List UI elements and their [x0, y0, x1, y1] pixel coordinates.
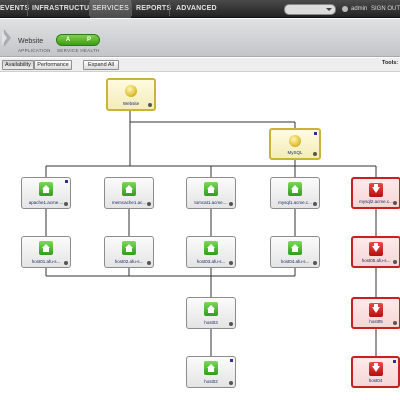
home-icon [204, 182, 218, 196]
chevron-inner [2, 31, 7, 45]
chevron-right-icon [4, 29, 11, 47]
node-mysql2[interactable]: mysql2.acme.c... [351, 177, 400, 209]
node-host03-afu[interactable]: host03.afu-s... [186, 236, 236, 268]
home-icon [288, 241, 302, 255]
health-availability: A [65, 37, 71, 43]
search-input[interactable] [284, 4, 336, 15]
node-apache1[interactable]: apache1.acme.... [21, 177, 71, 209]
node-host04[interactable]: host04 [351, 356, 400, 388]
node-label: memcache1.ac... [111, 200, 147, 205]
dependency-graph-canvas: Website MySQL apache1.acme.... memcache1… [0, 73, 400, 400]
info-marker-icon [314, 132, 317, 135]
user-name[interactable]: admin [351, 6, 368, 12]
service-health-label: SERVICE HEALTH [57, 48, 100, 53]
service-header: Website APPLICATION A P SERVICE HEALTH [0, 19, 400, 57]
nav-infrastructure[interactable]: INFRASTRUCTURE [32, 5, 100, 12]
nav-advanced[interactable]: ADVANCED [176, 5, 217, 12]
home-icon [204, 302, 218, 316]
user-icon [342, 6, 348, 12]
graph-edges [45, 111, 377, 356]
node-host02[interactable]: host02 [186, 356, 236, 388]
gear-icon[interactable] [147, 202, 151, 206]
top-nav: EVENTS INFRASTRUCTURE SERVICES REPORTS A… [0, 0, 400, 18]
node-label: mysql1.acme.c... [278, 200, 312, 205]
gear-icon[interactable] [229, 322, 233, 326]
health-performance: P [86, 37, 91, 43]
nav-reports[interactable]: REPORTS [136, 5, 172, 12]
gear-icon[interactable] [393, 201, 397, 205]
expand-all-button[interactable]: Expand All [83, 60, 119, 70]
gear-icon[interactable] [229, 202, 233, 206]
node-label: host03 [204, 320, 218, 325]
gear-icon[interactable] [147, 261, 151, 265]
info-marker-icon [65, 180, 68, 183]
home-icon [122, 241, 136, 255]
gear-icon[interactable] [393, 260, 397, 264]
node-mysql1[interactable]: mysql1.acme.c... [270, 177, 320, 209]
node-label: host03.afu-s... [196, 259, 226, 264]
node-label: host04 [368, 378, 383, 383]
availability-tab[interactable]: Availability [2, 60, 34, 70]
nav-separator [169, 2, 170, 16]
node-label: host02 [204, 379, 218, 384]
gear-icon[interactable] [148, 103, 152, 107]
gear-icon[interactable] [313, 202, 317, 206]
down-arrow-icon [369, 303, 383, 317]
home-icon [288, 182, 302, 196]
node-label: host02.afu-s... [114, 259, 144, 264]
home-icon [204, 241, 218, 255]
node-memcache1[interactable]: memcache1.ac... [104, 177, 154, 209]
node-label: MySQL [287, 150, 303, 155]
down-arrow-icon [369, 242, 383, 256]
node-website[interactable]: Website [106, 78, 156, 111]
nav-separator [27, 2, 28, 16]
gear-icon[interactable] [313, 261, 317, 265]
node-label: host05.afu-s... [361, 258, 391, 263]
node-label: tomcat1.acme.... [194, 200, 228, 205]
gear-icon[interactable] [64, 202, 68, 206]
nav-services[interactable]: SERVICES [90, 0, 131, 18]
tools-label: Tools: [382, 60, 399, 66]
down-arrow-icon [369, 183, 383, 197]
down-arrow-icon [368, 362, 383, 376]
nav-separator [89, 2, 90, 16]
node-tomcat1[interactable]: tomcat1.acme.... [186, 177, 236, 209]
node-label: host01.afu-s... [31, 259, 61, 264]
node-label: host04.afu-s... [280, 259, 310, 264]
node-host04-afu[interactable]: host04.afu-s... [270, 236, 320, 268]
sign-out-link[interactable]: SIGN OUT [371, 6, 400, 12]
node-host02-afu[interactable]: host02.afu-s... [104, 236, 154, 268]
gear-icon[interactable] [313, 152, 317, 156]
home-icon [39, 182, 53, 196]
info-marker-icon [393, 360, 396, 363]
node-mysql[interactable]: MySQL [269, 128, 321, 160]
node-host05[interactable]: host05 [351, 297, 400, 329]
home-icon [204, 361, 218, 375]
gear-icon[interactable] [393, 321, 397, 325]
toolbar: Availability Performance Expand All Tool… [0, 58, 400, 72]
node-label: host05 [369, 319, 383, 324]
info-marker-icon [230, 359, 233, 362]
node-label: apache1.acme.... [28, 200, 64, 205]
node-label: mysql2.acme.c... [359, 199, 393, 204]
gear-icon[interactable] [229, 381, 233, 385]
node-host05-afu[interactable]: host05.afu-s... [351, 236, 400, 268]
nav-events[interactable]: EVENTS [0, 5, 30, 12]
service-health-badge[interactable]: A P [56, 34, 100, 46]
service-type: APPLICATION [18, 48, 51, 53]
home-icon [39, 241, 53, 255]
node-host03[interactable]: host03 [186, 297, 236, 329]
database-icon [288, 134, 302, 148]
dropdown-arrow-icon[interactable] [326, 8, 332, 11]
database-icon [124, 84, 138, 98]
node-host01[interactable]: host01.afu-s... [21, 236, 71, 268]
home-icon [122, 182, 136, 196]
gear-icon[interactable] [64, 261, 68, 265]
gear-icon[interactable] [229, 261, 233, 265]
node-label: Website [122, 101, 140, 106]
service-title: Website [18, 38, 44, 45]
nav-separator [131, 2, 132, 16]
performance-tab[interactable]: Performance [34, 60, 72, 70]
